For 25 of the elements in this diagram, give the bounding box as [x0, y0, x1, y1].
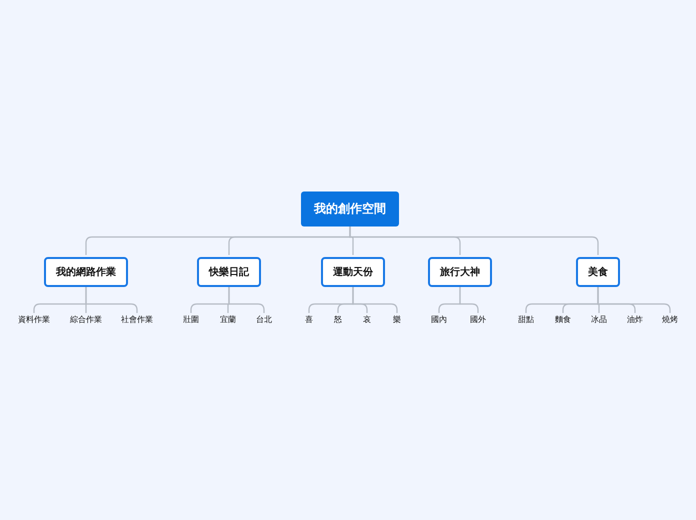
subtopic-label: 綜合作業	[70, 315, 102, 325]
subtopic-label: 宜蘭	[220, 315, 236, 325]
subtopic-label: 麵食	[555, 315, 571, 325]
connector-line	[459, 287, 479, 313]
subtopic-label: 壯圍	[183, 315, 199, 325]
subtopic-label: 國內	[431, 315, 447, 325]
subtopic-label: 資料作業	[18, 315, 50, 325]
connector-line	[349, 226, 599, 255]
subtopic-label: 怒	[334, 315, 342, 325]
subtopic-label: 喜	[305, 315, 313, 325]
topic-box: 旅行大神	[428, 257, 492, 287]
subtopic-label: 樂	[393, 315, 401, 325]
subtopic-label: 甜點	[518, 315, 534, 325]
subtopic-label: 燒烤	[662, 315, 678, 325]
subtopic-label: 台北	[256, 315, 272, 325]
root-topic-box: 我的創作空間	[301, 192, 399, 226]
topic-box: 快樂日記	[197, 257, 261, 287]
subtopic-label: 國外	[470, 315, 486, 325]
topic-box: 我的網路作業	[44, 257, 128, 287]
topic-box: 美食	[576, 257, 620, 287]
subtopic-label: 哀	[363, 315, 371, 325]
subtopic-label: 社會作業	[121, 315, 153, 325]
topic-box: 運動天份	[321, 257, 385, 287]
subtopic-label: 冰品	[591, 315, 607, 325]
subtopic-label: 油炸	[627, 315, 643, 325]
